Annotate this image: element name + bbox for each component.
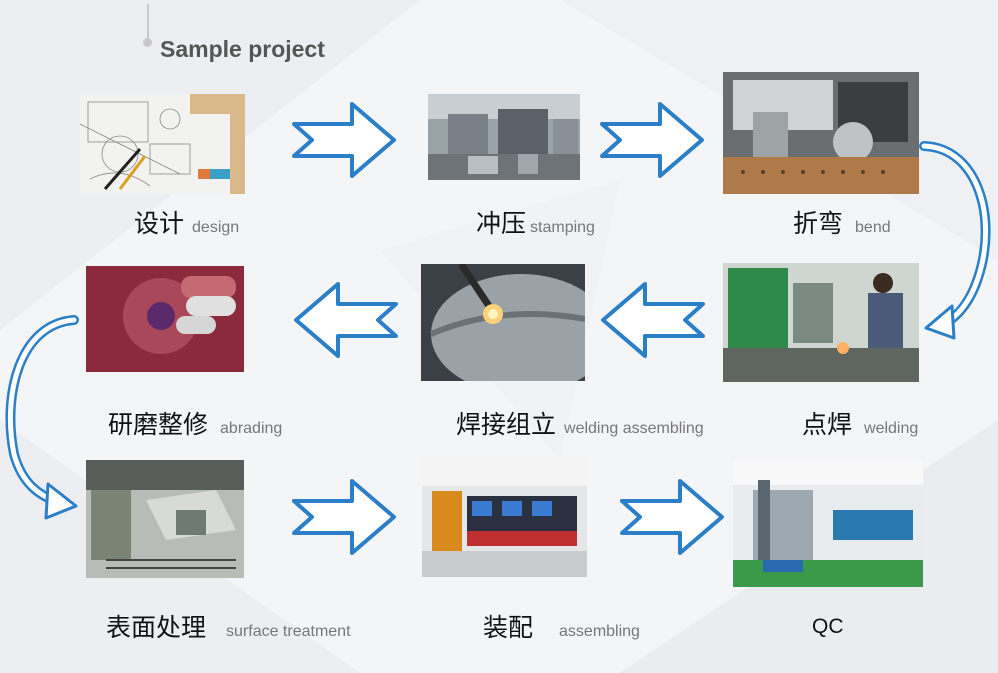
design-photo <box>80 94 245 194</box>
step-assembling-caption: 装配 assembling <box>483 608 640 644</box>
step-cn-label: 点焊 <box>802 410 853 439</box>
abrading-photo <box>86 266 244 372</box>
step-en-label: stamping <box>530 219 595 236</box>
arrow-left-icon <box>294 282 398 358</box>
arrow-right-icon <box>292 102 396 178</box>
step-cn-label: 冲压 <box>476 209 527 238</box>
assembling-photo <box>422 456 587 577</box>
step-cn-label: 焊接组立 <box>456 410 557 439</box>
surface-treatment-photo <box>86 460 244 578</box>
step-abrading-caption: 研磨整修 abrading <box>108 405 282 441</box>
step-cn-label: 表面处理 <box>106 613 207 642</box>
step-welding-caption: 点焊 welding <box>802 405 918 441</box>
step-en-label: abrading <box>220 420 283 437</box>
qc-photo <box>733 460 923 587</box>
step-cn-label: 设计 <box>134 209 185 238</box>
arrow-right-icon <box>292 479 396 555</box>
arrow-right-icon <box>620 479 724 555</box>
spot-welding-photo <box>723 263 919 382</box>
step-en-label: assembling <box>559 623 640 640</box>
step-cn-label: 装配 <box>483 613 534 642</box>
arrow-right-icon <box>600 102 704 178</box>
step-cn-label: 研磨整修 <box>108 410 209 439</box>
step-bend-caption: 折弯 bend <box>793 204 891 240</box>
curved-arrow-down-right-icon <box>919 141 991 340</box>
curved-arrow-down-left-icon <box>5 315 79 520</box>
page-title: Sample project <box>160 36 325 62</box>
step-en-label: surface treatment <box>226 623 351 640</box>
step-surface-treatment-caption: 表面处理 surface treatment <box>106 608 351 644</box>
title-decor-dot <box>143 38 152 47</box>
step-design-caption: 设计 design <box>134 204 239 240</box>
step-en-label: welding <box>864 420 919 437</box>
step-qc-caption: QC <box>812 615 844 639</box>
step-cn-label: 折弯 <box>793 209 844 238</box>
title-decor-line <box>147 4 149 40</box>
step-qc-label: QC <box>812 615 844 638</box>
step-en-label: welding assembling <box>564 420 704 437</box>
welding-assembling-photo <box>421 264 585 381</box>
bend-photo <box>723 72 919 194</box>
step-en-label: bend <box>855 219 891 236</box>
stamping-photo <box>428 94 580 180</box>
step-en-label: design <box>192 219 240 236</box>
step-welding-assembling-caption: 焊接组立 welding assembling <box>456 405 704 441</box>
arrow-left-icon <box>601 282 705 358</box>
